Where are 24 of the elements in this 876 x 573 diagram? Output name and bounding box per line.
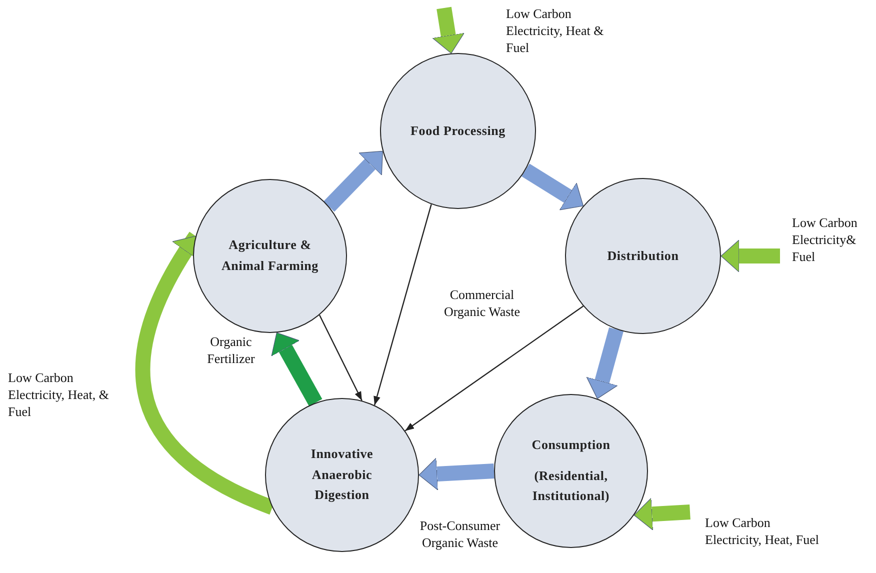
flow-label: Commercial Organic Waste xyxy=(442,287,522,321)
block-arrow xyxy=(432,6,464,54)
flow-label: Low Carbon Electricity& Fuel xyxy=(792,215,858,266)
stage-label: Distribution xyxy=(607,246,679,265)
block-arrow xyxy=(720,240,780,272)
stage-label: Food Processing xyxy=(410,122,506,140)
block-arrow xyxy=(634,498,690,530)
input-note: Low Carbon Electricity, Heat & Fuel xyxy=(506,6,605,57)
block-arrow xyxy=(522,164,584,210)
flow-label: Low Carbon Electricity, Heat, & Fuel xyxy=(8,370,110,421)
flow-label: Organic Fertilizer xyxy=(206,334,256,368)
flow-label: Post-Consumer Organic Waste xyxy=(418,518,502,552)
arrow xyxy=(318,314,362,401)
arrow xyxy=(374,204,432,406)
stage-label: (Residential, Institutional) xyxy=(531,466,611,506)
flow-label: Low Carbon Electricity, Heat, Fuel xyxy=(705,515,820,549)
stage-label: Innovative Anaerobic Digestion xyxy=(310,444,374,504)
block-arrow xyxy=(324,150,383,212)
block-arrow xyxy=(418,458,494,490)
block-arrow xyxy=(586,327,624,399)
stage-label: Agriculture & Animal Farming xyxy=(220,236,320,275)
arrow xyxy=(404,306,584,432)
stage-label: Consumption xyxy=(532,436,610,454)
block-arrow xyxy=(271,332,322,406)
